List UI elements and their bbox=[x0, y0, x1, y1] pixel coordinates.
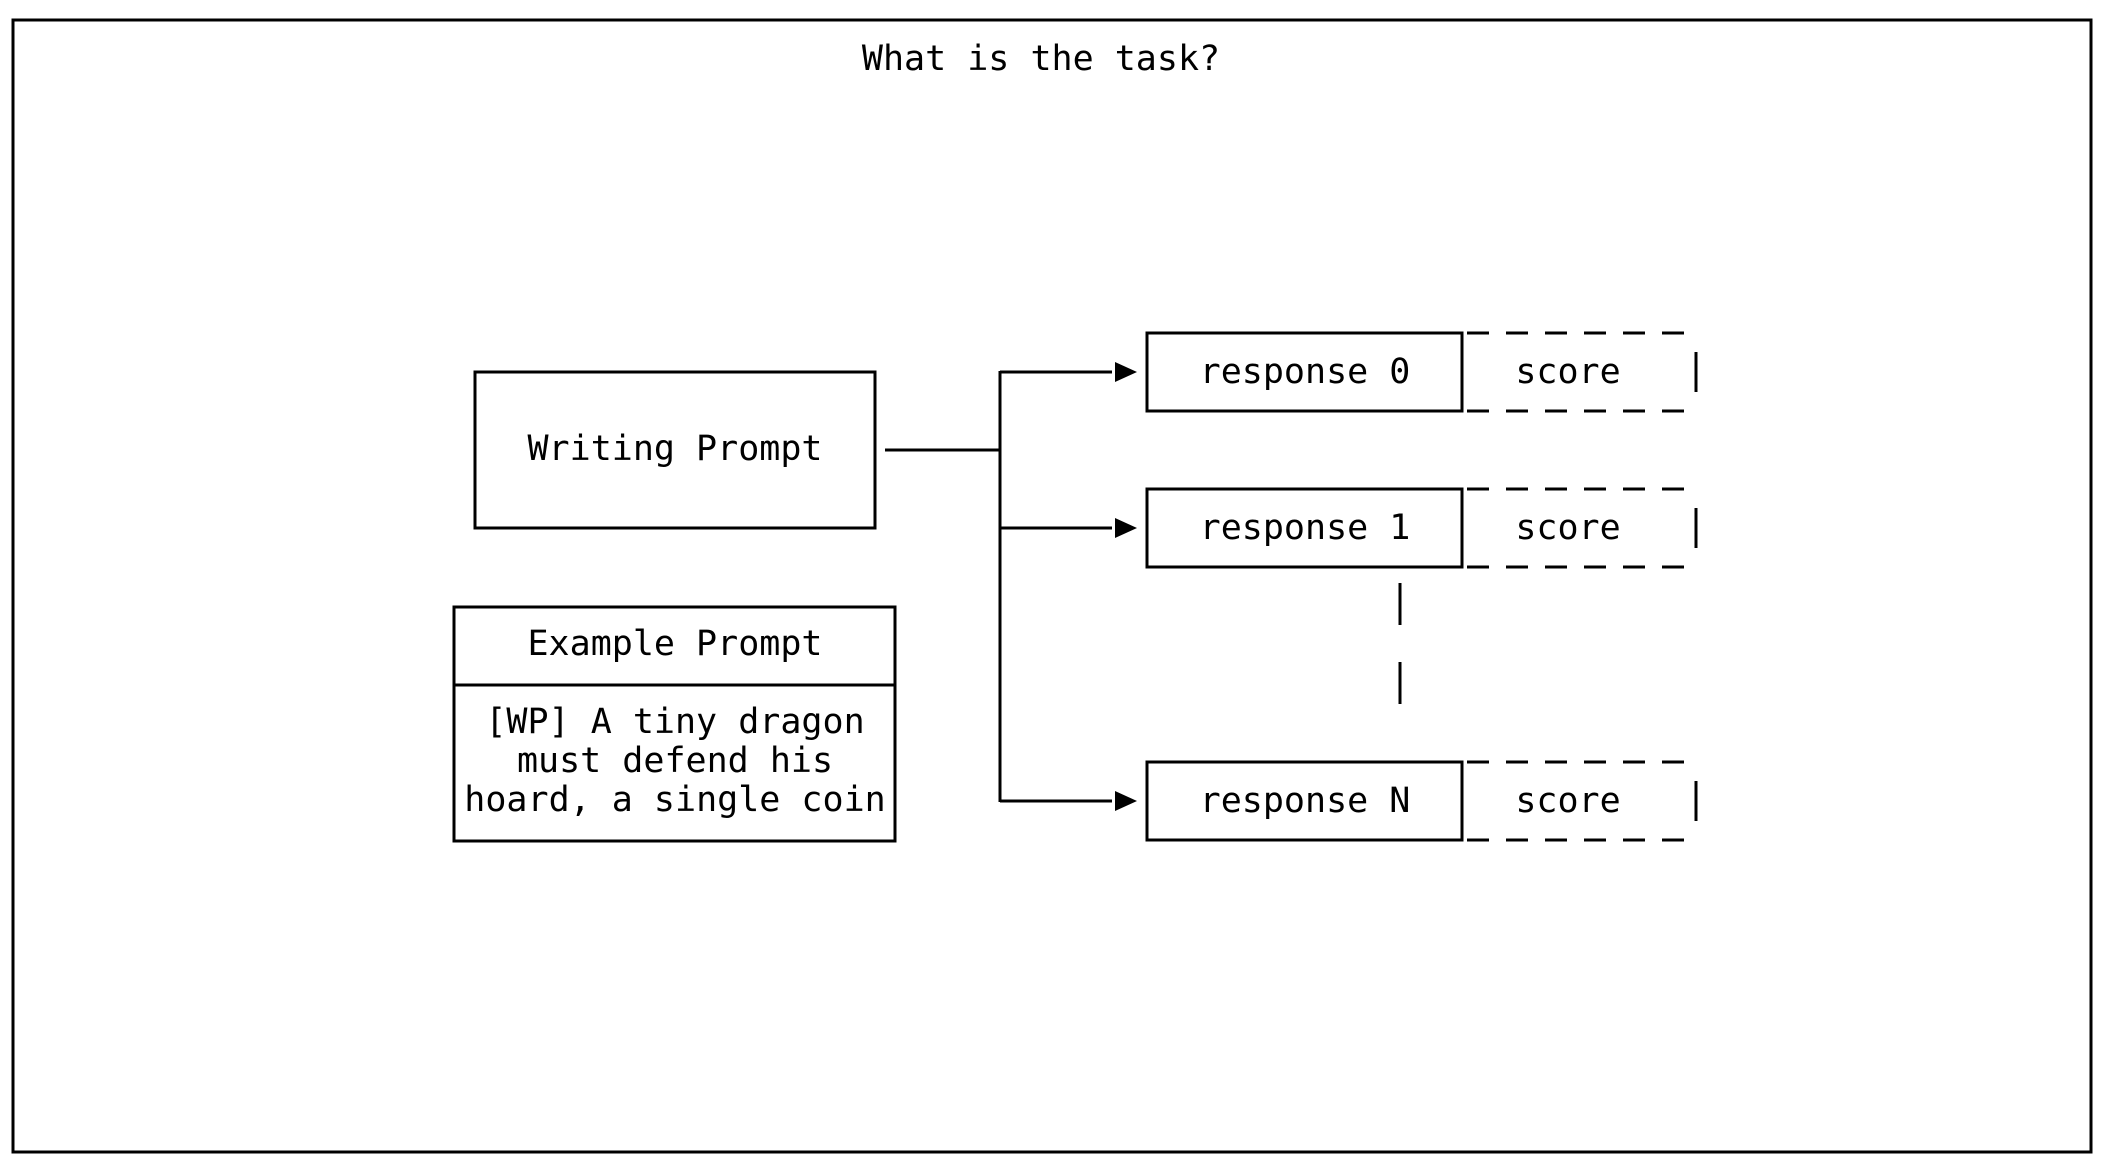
response-label-N: response N bbox=[1200, 781, 1411, 821]
score-label-1: score bbox=[1515, 508, 1620, 548]
score-label-N: score bbox=[1515, 781, 1620, 821]
score-box-1 bbox=[1467, 487, 1698, 569]
example-prompt-line-2: must defend his bbox=[517, 741, 833, 781]
writing-prompt-label: Writing Prompt bbox=[527, 429, 822, 469]
response-row-0: response 0 score bbox=[1145, 331, 1698, 413]
arrowhead-0 bbox=[1115, 362, 1137, 382]
page-title: What is the task? bbox=[862, 39, 1220, 79]
writing-prompt-box: Writing Prompt bbox=[473, 370, 877, 530]
outer-frame bbox=[11, 18, 2093, 1154]
response-row-1: response 1 score bbox=[1145, 487, 1698, 569]
arrowheads bbox=[1115, 362, 1137, 811]
example-prompt-line-3: hoard, a single coin bbox=[464, 780, 885, 820]
example-prompt-line-1: [WP] A tiny dragon bbox=[485, 702, 864, 742]
response-label-1: response 1 bbox=[1200, 508, 1411, 548]
example-prompt-header: Example Prompt bbox=[527, 624, 822, 664]
arrowhead-1 bbox=[1115, 518, 1137, 538]
response-label-0: response 0 bbox=[1200, 352, 1411, 392]
arrowhead-N bbox=[1115, 791, 1137, 811]
response-box-N bbox=[1145, 760, 1464, 842]
connectors bbox=[885, 370, 1112, 803]
response-row-N: response N score bbox=[1145, 760, 1698, 842]
response-box-1 bbox=[1145, 487, 1464, 569]
score-box-N bbox=[1467, 760, 1698, 842]
example-prompt-box: Example Prompt [WP] A tiny dragon must d… bbox=[452, 605, 897, 843]
score-box-0 bbox=[1467, 331, 1698, 413]
score-label-0: score bbox=[1515, 352, 1620, 392]
response-box-0 bbox=[1145, 331, 1464, 413]
